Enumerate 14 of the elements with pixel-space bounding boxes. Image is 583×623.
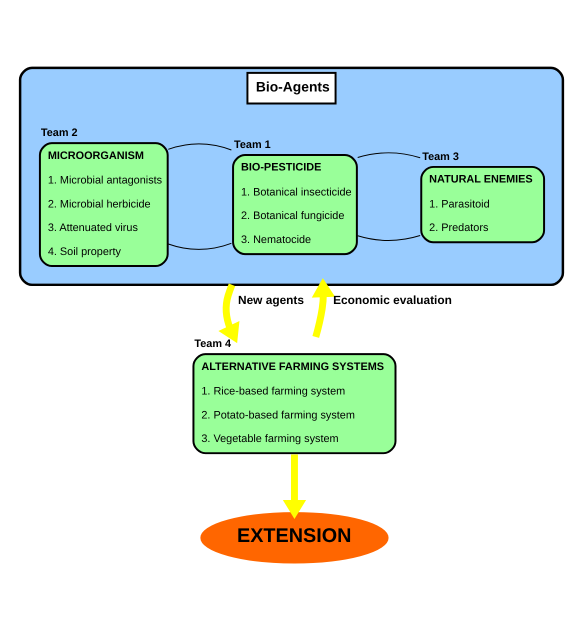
arrow — [218, 284, 240, 344]
connector — [357, 235, 421, 241]
edge-label: New agents — [238, 293, 304, 308]
edge-label: Economic evaluation — [333, 293, 452, 308]
arrow — [282, 454, 306, 519]
connector — [168, 242, 232, 250]
node-ellipse: EXTENSION — [200, 512, 389, 564]
node-label: Team 1 — [234, 138, 271, 151]
node-label: Team 3 — [422, 150, 459, 163]
connector — [168, 143, 232, 150]
node-label: Team 2 — [40, 127, 78, 140]
arrow — [312, 278, 336, 338]
connector — [357, 152, 421, 158]
node-label: Team 4 — [194, 338, 232, 350]
